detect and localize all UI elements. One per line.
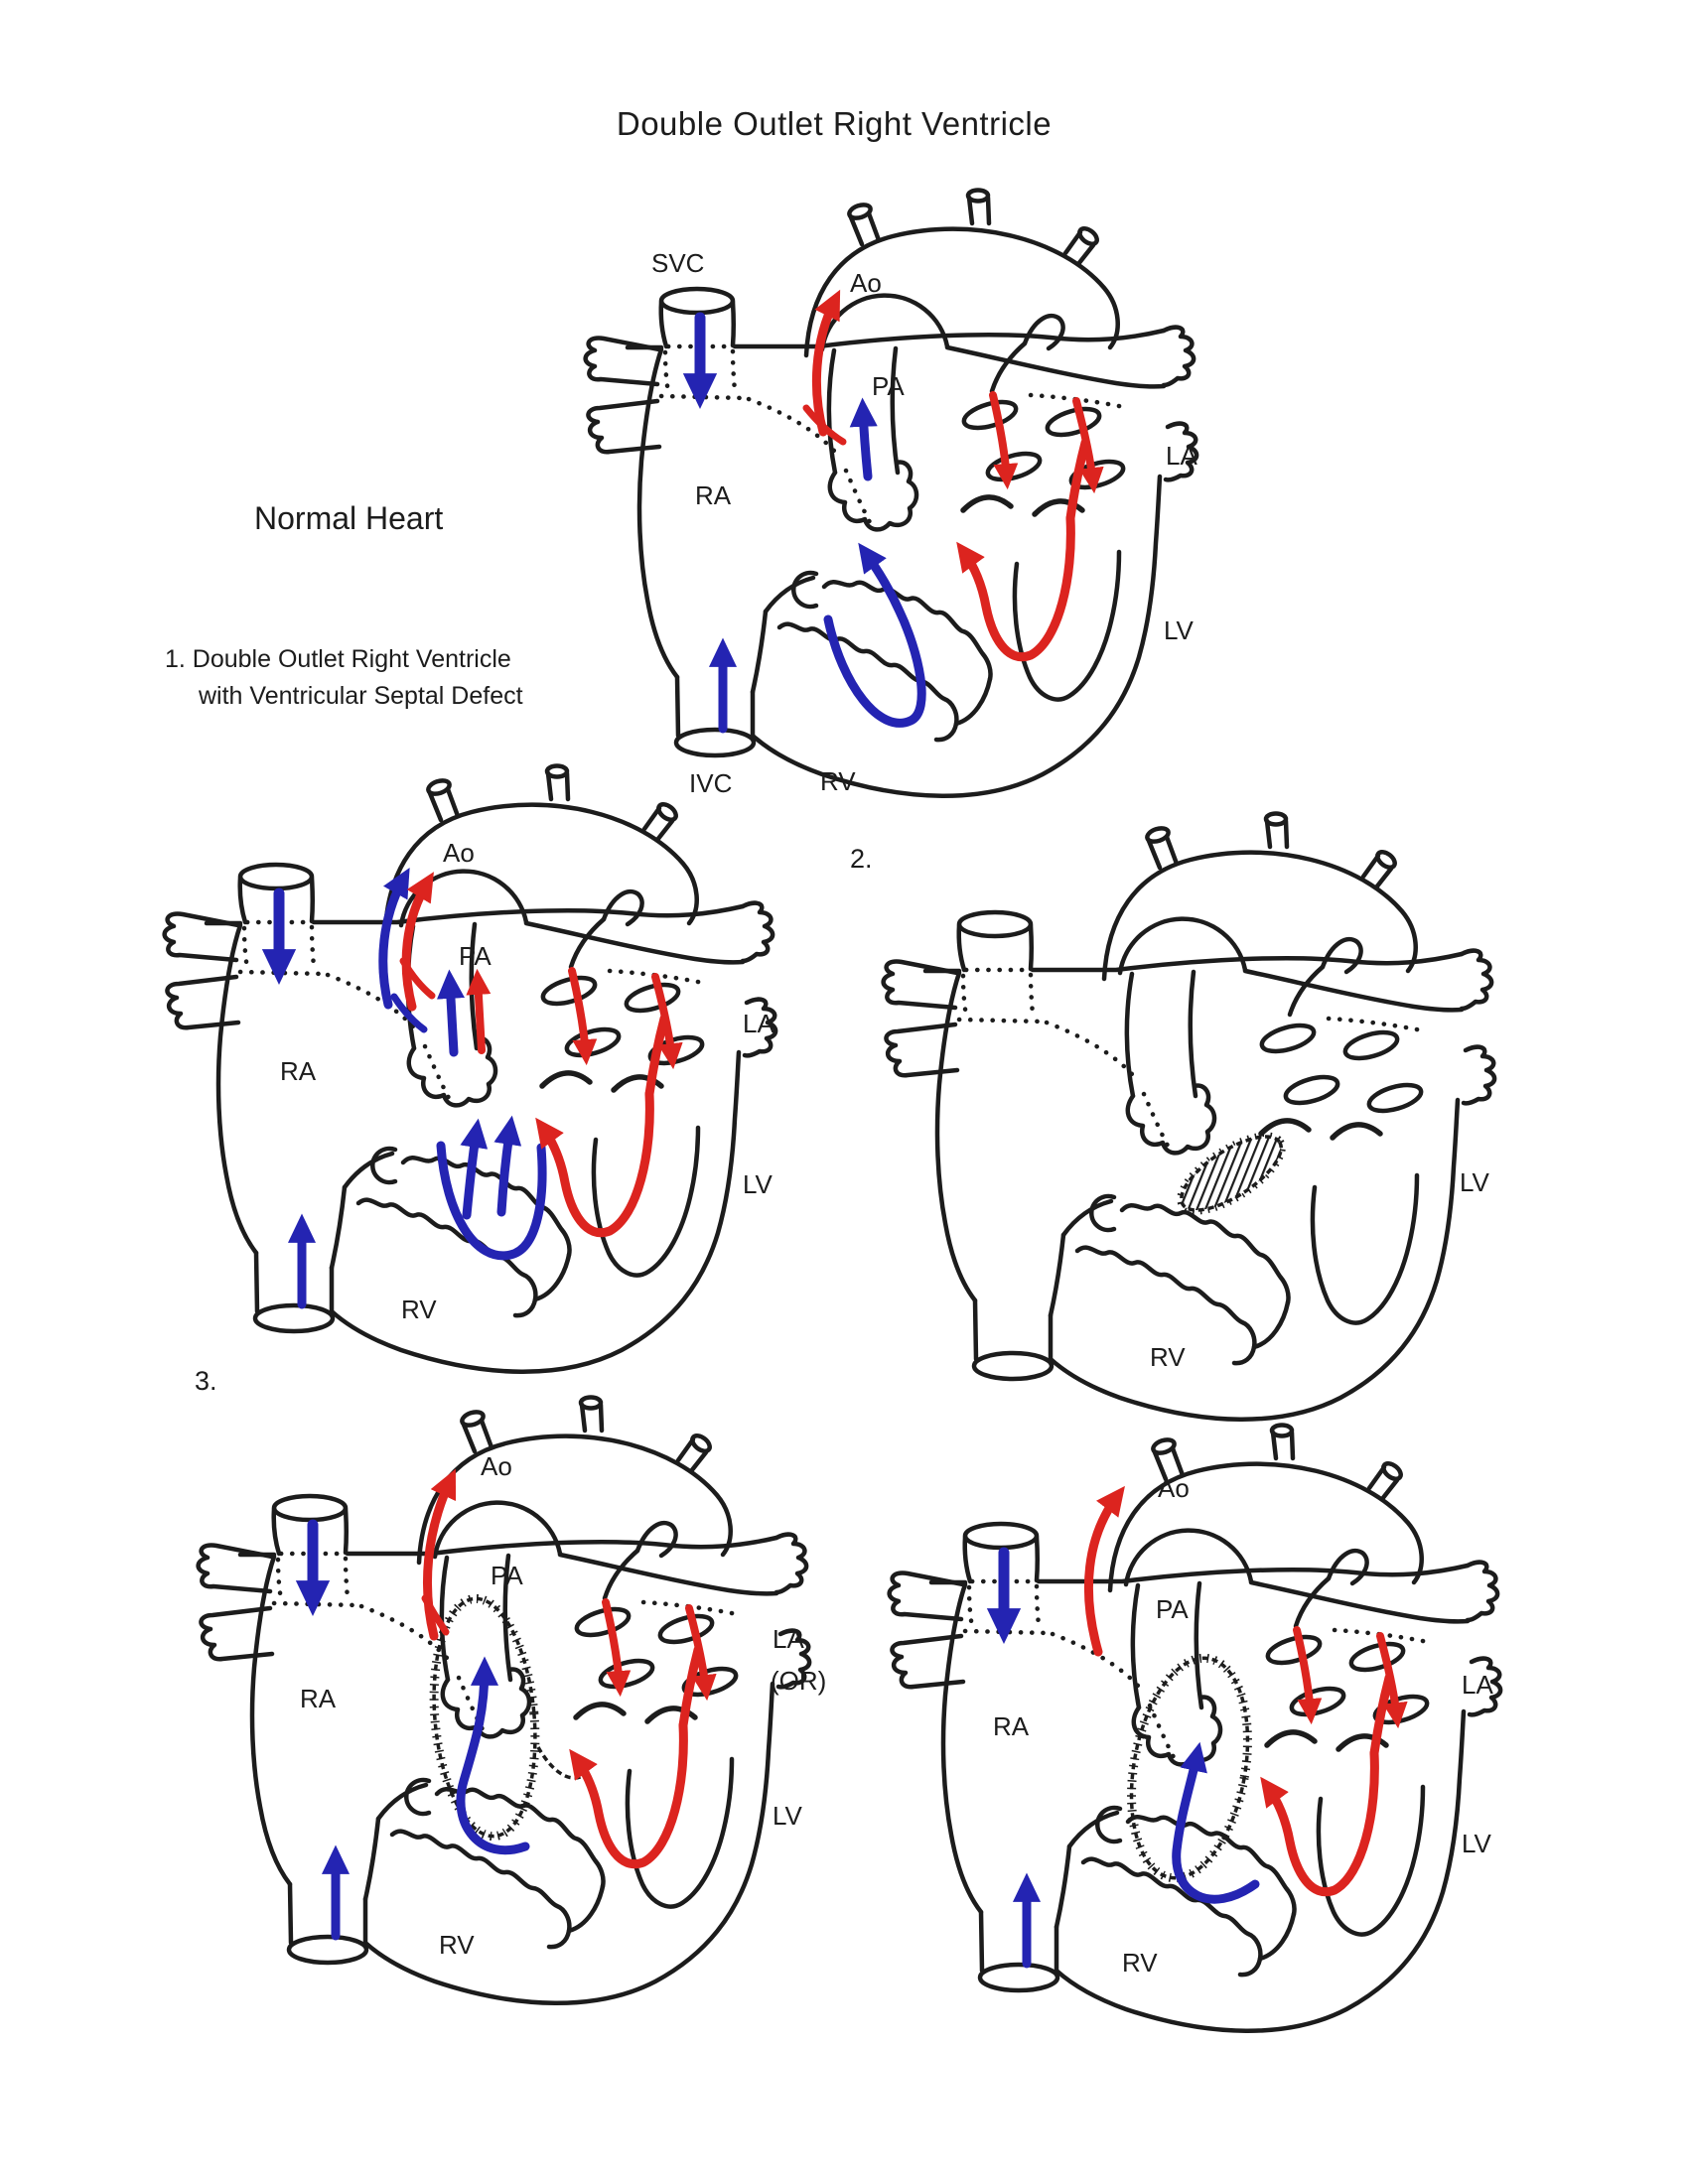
lv-flow-arrow [569, 1720, 688, 1869]
tunnel-flow-arrow [456, 1656, 530, 1855]
rv-flow-arrow [823, 542, 926, 728]
lv-inflow-line [1369, 1673, 1394, 1758]
lv-inflow-line [678, 1645, 703, 1730]
label-ao: Ao [1158, 1473, 1190, 1503]
label-ra: RA [280, 1056, 317, 1086]
label-la: LA [1166, 441, 1197, 471]
outflow-hidden-line [421, 1594, 450, 1636]
heart-outline [890, 1426, 1501, 2031]
caption-item-1-line2: with Ventricular Septal Defect [199, 682, 523, 710]
label-ao: Ao [481, 1451, 512, 1481]
pulmonary-vein-flow-arrow [568, 967, 598, 1066]
label-rv: RV [820, 766, 856, 796]
label-rv: RV [1150, 1342, 1186, 1372]
outflow-hidden-line-blue [390, 993, 428, 1033]
tunnel-repair-b-diagram: Ao PA RA LA LV RV [872, 1426, 1507, 2051]
label-lv: LV [743, 1169, 774, 1199]
patch-repair-diagram: LV RV [866, 814, 1501, 1439]
label-pa: PA [491, 1561, 523, 1590]
rv-flow-arrow [460, 1118, 489, 1220]
label-ra: RA [993, 1711, 1030, 1741]
pulmonary-vein-flow-arrow [989, 391, 1019, 490]
ao-flow-arrow-blue [378, 868, 410, 1010]
tunnel-repair-a-diagram: Ao PA RA LA LV RV [181, 1398, 816, 2023]
blood-flow-arrows [295, 1468, 717, 1941]
label-ra: RA [300, 1684, 337, 1713]
label-ao: Ao [850, 268, 882, 298]
outflow-hidden-line-red [399, 957, 436, 1000]
label-ra: RA [695, 480, 732, 510]
label-ivc: IVC [689, 768, 732, 798]
pa-flow-arrow-red [466, 968, 492, 1054]
dorv-vsd-diagram: Ao PA RA LA LV RV [147, 766, 782, 1392]
ao-flow-arrow [423, 1468, 457, 1641]
ao-flow-arrow [811, 289, 841, 437]
label-lv: LV [1462, 1829, 1492, 1858]
heart-outline [199, 1398, 810, 2003]
lv-flow-arrow [956, 513, 1075, 662]
tunnel-border [432, 1596, 537, 1839]
label-rv: RV [439, 1930, 475, 1960]
label-la: LA [773, 1624, 804, 1654]
ao-flow-arrow-red [401, 872, 434, 1012]
label-svc: SVC [651, 248, 704, 278]
caption-item-2: 2. [850, 844, 873, 874]
label-ao: Ao [443, 838, 475, 868]
pulmonary-vein-flow-arrow [602, 1598, 632, 1698]
lv-flow-arrow [535, 1089, 654, 1238]
label-pa: PA [872, 371, 905, 401]
heart-outline [884, 814, 1495, 1420]
figure-title: Double Outlet Right Ventricle [616, 105, 1053, 142]
normal-heart-diagram: SVC Ao PA RA LA LV IVC RV [568, 191, 1203, 816]
lv-outflow-hidden-line [802, 404, 847, 446]
pulmonary-vein-flow-arrow [1293, 1626, 1323, 1725]
label-lv: LV [1164, 615, 1195, 645]
vsd-patch [1177, 1132, 1286, 1215]
blood-flow-arrows [986, 1485, 1408, 1969]
chamber-labels: Ao PA RA LA LV RV [280, 838, 774, 1324]
lv-inflow-line [644, 1014, 669, 1099]
ao-flow-arrow [1083, 1485, 1125, 1657]
chamber-labels: Ao PA RA LA LV RV [993, 1473, 1493, 1978]
label-pa: PA [459, 941, 492, 971]
label-lv: LV [1460, 1167, 1490, 1197]
label-rv: RV [1122, 1948, 1158, 1978]
tunnel-flow-arrow [1172, 1741, 1260, 1904]
rv-flow-loop [436, 1141, 547, 1261]
tunnel-border [1129, 1656, 1250, 1880]
blood-flow-arrows [261, 868, 683, 1309]
chamber-labels: Ao PA RA LA LV RV [300, 1451, 804, 1960]
caption-item-1-line1: 1. Double Outlet Right Ventricle [165, 645, 511, 673]
blood-flow-arrows [682, 289, 1104, 734]
label-rv: RV [401, 1295, 437, 1324]
rv-flow-arrow [493, 1115, 522, 1217]
patch-hatched-body [1180, 1135, 1283, 1212]
label-la: LA [743, 1009, 774, 1038]
intraventricular-tunnel [1127, 1653, 1252, 1883]
lv-inflow-line [1065, 438, 1090, 523]
chamber-labels: LV RV [1150, 1167, 1490, 1372]
lv-flow-arrow [1260, 1748, 1379, 1897]
chamber-labels: SVC Ao PA RA LA LV IVC RV [651, 248, 1197, 798]
pa-flow-arrow [849, 397, 878, 481]
label-lv: LV [773, 1801, 803, 1831]
label-pa: PA [1156, 1594, 1189, 1624]
caption-item-1: 1. Double Outlet Right Ventricle with Ve… [165, 641, 523, 715]
pa-flow-arrow-blue [436, 969, 465, 1057]
caption-item-3: 3. [195, 1366, 217, 1396]
heart-outline [586, 191, 1197, 796]
label-la: LA [1462, 1670, 1493, 1700]
caption-normal-heart: Normal Heart [254, 500, 444, 536]
